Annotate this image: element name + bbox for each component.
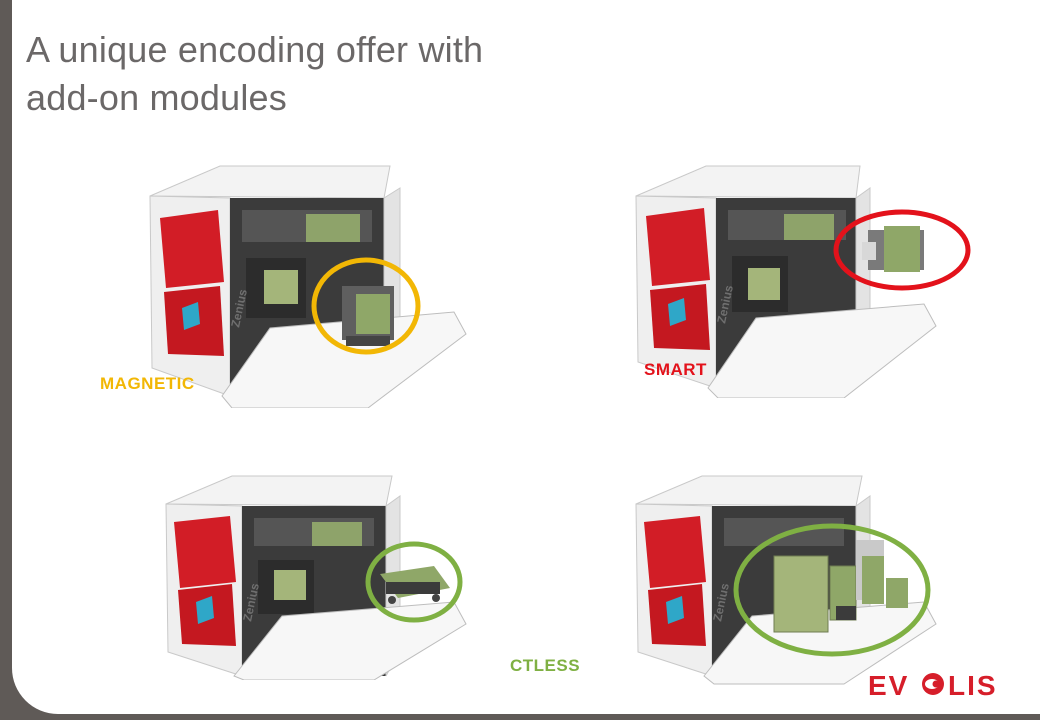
printer-body	[635, 165, 937, 398]
slide-title: A unique encoding offer with add-on modu…	[26, 29, 484, 118]
smart-module	[862, 226, 924, 272]
evolis-logo-text: EV	[868, 670, 909, 701]
highlight-ring-ctless	[365, 541, 463, 623]
magnetic-module	[342, 286, 394, 346]
highlight-ring-smart	[833, 209, 971, 291]
printer-body	[165, 475, 467, 680]
highlight-ring-combined	[733, 523, 931, 657]
highlight-ring-magnetic	[311, 257, 421, 355]
module-label-smart: SMART	[644, 360, 707, 379]
module-label-ctless: CTLESS	[510, 656, 581, 675]
svg-text:LIS: LIS	[948, 670, 998, 701]
printer-ctless-image: Zenius	[165, 475, 467, 680]
evolis-logo: EV LIS	[868, 670, 998, 701]
printer-magnetic-image: Zenius	[149, 165, 467, 408]
contactless-module	[380, 566, 450, 604]
printer-smart-image: Zenius	[635, 165, 971, 398]
combined-modules	[773, 540, 908, 633]
printer-body	[149, 165, 467, 408]
module-label-magnetic: MAGNETIC	[100, 374, 195, 393]
printer-combined-image: Zenius	[635, 475, 937, 685]
slide: A unique encoding offer with add-on modu…	[12, 0, 1040, 714]
